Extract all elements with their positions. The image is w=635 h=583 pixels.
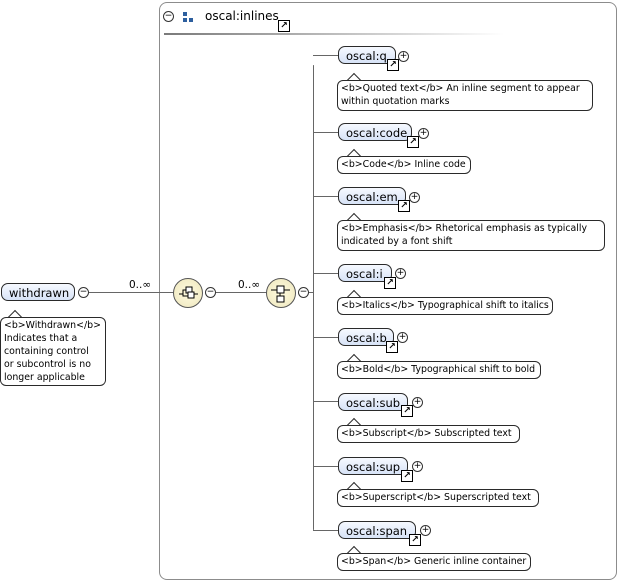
branch-connector bbox=[313, 337, 338, 338]
element-note: <b>Superscript</b> Superscripted text bbox=[337, 489, 539, 507]
group-link-icon[interactable]: ↗ bbox=[278, 20, 290, 32]
element-oscal-span[interactable]: oscal:span bbox=[338, 521, 416, 539]
branch-connector bbox=[313, 273, 338, 274]
element-note: <b>Span</b> Generic inline container bbox=[337, 553, 531, 571]
group-collapse-icon[interactable]: − bbox=[163, 11, 174, 22]
element-note: <b>Italics</b> Typographical shift to it… bbox=[337, 297, 553, 315]
group-title: oscal:inlines bbox=[205, 9, 279, 23]
element-expand-icon[interactable]: + bbox=[420, 525, 431, 536]
element-note-line: <b>Subscript</b> Subscripted text bbox=[341, 428, 512, 439]
element-label: oscal:span bbox=[346, 524, 408, 538]
element-note-line: <b>Code</b> Inline code bbox=[341, 159, 466, 170]
element-label: oscal:b bbox=[346, 331, 387, 345]
connector-choice-to-sequence bbox=[216, 292, 267, 293]
choice-collapse-icon[interactable]: − bbox=[205, 287, 216, 298]
choice-compositor[interactable] bbox=[173, 278, 203, 308]
connector-root-to-choice bbox=[89, 292, 174, 293]
group-schema-icon bbox=[183, 12, 193, 22]
branch-connector bbox=[313, 196, 338, 197]
element-link-icon[interactable]: ↗ bbox=[401, 470, 413, 482]
root-note: <b>Withdrawn</b> Indicates that a contai… bbox=[0, 317, 106, 386]
branch-connector bbox=[313, 55, 338, 56]
element-oscal-em[interactable]: oscal:em bbox=[338, 187, 406, 205]
group-multiplicity: 0..∞ bbox=[238, 279, 261, 291]
element-oscal-sup[interactable]: oscal:sup bbox=[338, 457, 408, 475]
element-note-line: <b>Bold</b> Typographical shift to bold bbox=[341, 364, 536, 375]
choice-compositor-icon bbox=[179, 286, 198, 299]
element-note-line: <b>Italics</b> Typographical shift to it… bbox=[341, 300, 549, 311]
element-note: <b>Subscript</b> Subscripted text bbox=[337, 425, 520, 443]
element-label: oscal:q bbox=[346, 49, 387, 63]
root-note-line: containing control bbox=[4, 346, 89, 357]
element-link-icon[interactable]: ↗ bbox=[407, 136, 419, 148]
element-label: oscal:sup bbox=[346, 460, 401, 474]
element-expand-icon[interactable]: + bbox=[409, 192, 420, 203]
element-link-icon[interactable]: ↗ bbox=[386, 341, 398, 353]
sequence-compositor-icon bbox=[271, 285, 290, 303]
element-label: oscal:em bbox=[346, 190, 398, 204]
root-node-label: withdrawn bbox=[9, 286, 70, 300]
root-note-line: longer applicable bbox=[4, 372, 85, 383]
element-link-icon[interactable]: ↗ bbox=[398, 200, 410, 212]
element-link-icon[interactable]: ↗ bbox=[401, 405, 413, 417]
element-note: <b>Bold</b> Typographical shift to bold bbox=[337, 361, 541, 379]
element-expand-icon[interactable]: + bbox=[418, 128, 429, 139]
element-link-icon[interactable]: ↗ bbox=[409, 534, 421, 546]
element-oscal-sub[interactable]: oscal:sub bbox=[338, 393, 408, 411]
sequence-compositor[interactable] bbox=[266, 278, 296, 308]
element-note-line: <b>Quoted text</b> An inline segment to … bbox=[341, 83, 580, 94]
element-label: oscal:i bbox=[346, 267, 383, 281]
element-note-line: <b>Span</b> Generic inline container bbox=[341, 556, 527, 567]
element-note: <b>Quoted text</b> An inline segment to … bbox=[337, 80, 593, 111]
element-note-line: <b>Superscript</b> Superscripted text bbox=[341, 492, 531, 503]
connector-sequence-to-bus bbox=[309, 292, 314, 293]
root-note-line: <b>Withdrawn</b> bbox=[4, 320, 101, 331]
element-link-icon[interactable]: ↗ bbox=[387, 59, 399, 71]
branch-connector bbox=[313, 466, 338, 467]
root-collapse-icon[interactable]: − bbox=[78, 287, 89, 298]
element-label: oscal:sub bbox=[346, 396, 401, 410]
sequence-collapse-icon[interactable]: − bbox=[298, 287, 309, 298]
element-link-icon[interactable]: ↗ bbox=[384, 277, 396, 289]
root-node-withdrawn[interactable]: withdrawn bbox=[1, 283, 75, 301]
element-note-line: indicated by a font shift bbox=[341, 236, 453, 247]
element-expand-icon[interactable]: + bbox=[397, 332, 408, 343]
element-oscal-b[interactable]: oscal:b bbox=[338, 328, 394, 346]
root-note-line: or subcontrol is no bbox=[4, 359, 91, 370]
element-expand-icon[interactable]: + bbox=[412, 461, 423, 472]
root-multiplicity: 0..∞ bbox=[129, 279, 152, 291]
element-note: <b>Emphasis</b> Rhetorical emphasis as t… bbox=[337, 220, 605, 251]
branch-connector bbox=[313, 132, 338, 133]
element-expand-icon[interactable]: + bbox=[398, 51, 409, 62]
element-oscal-i[interactable]: oscal:i bbox=[338, 264, 392, 282]
root-note-line: Indicates that a bbox=[4, 333, 78, 344]
element-note-line: <b>Emphasis</b> Rhetorical emphasis as t… bbox=[341, 223, 588, 234]
group-title-underline bbox=[164, 33, 504, 35]
element-note-line: within quotation marks bbox=[341, 96, 450, 107]
element-label: oscal:code bbox=[346, 126, 408, 140]
elements-bus bbox=[313, 65, 314, 530]
element-oscal-q[interactable]: oscal:q bbox=[338, 46, 396, 64]
element-expand-icon[interactable]: + bbox=[395, 268, 406, 279]
element-note: <b>Code</b> Inline code bbox=[337, 156, 471, 174]
branch-connector bbox=[313, 530, 338, 531]
element-oscal-code[interactable]: oscal:code bbox=[338, 123, 412, 141]
element-expand-icon[interactable]: + bbox=[412, 397, 423, 408]
branch-connector bbox=[313, 401, 338, 402]
